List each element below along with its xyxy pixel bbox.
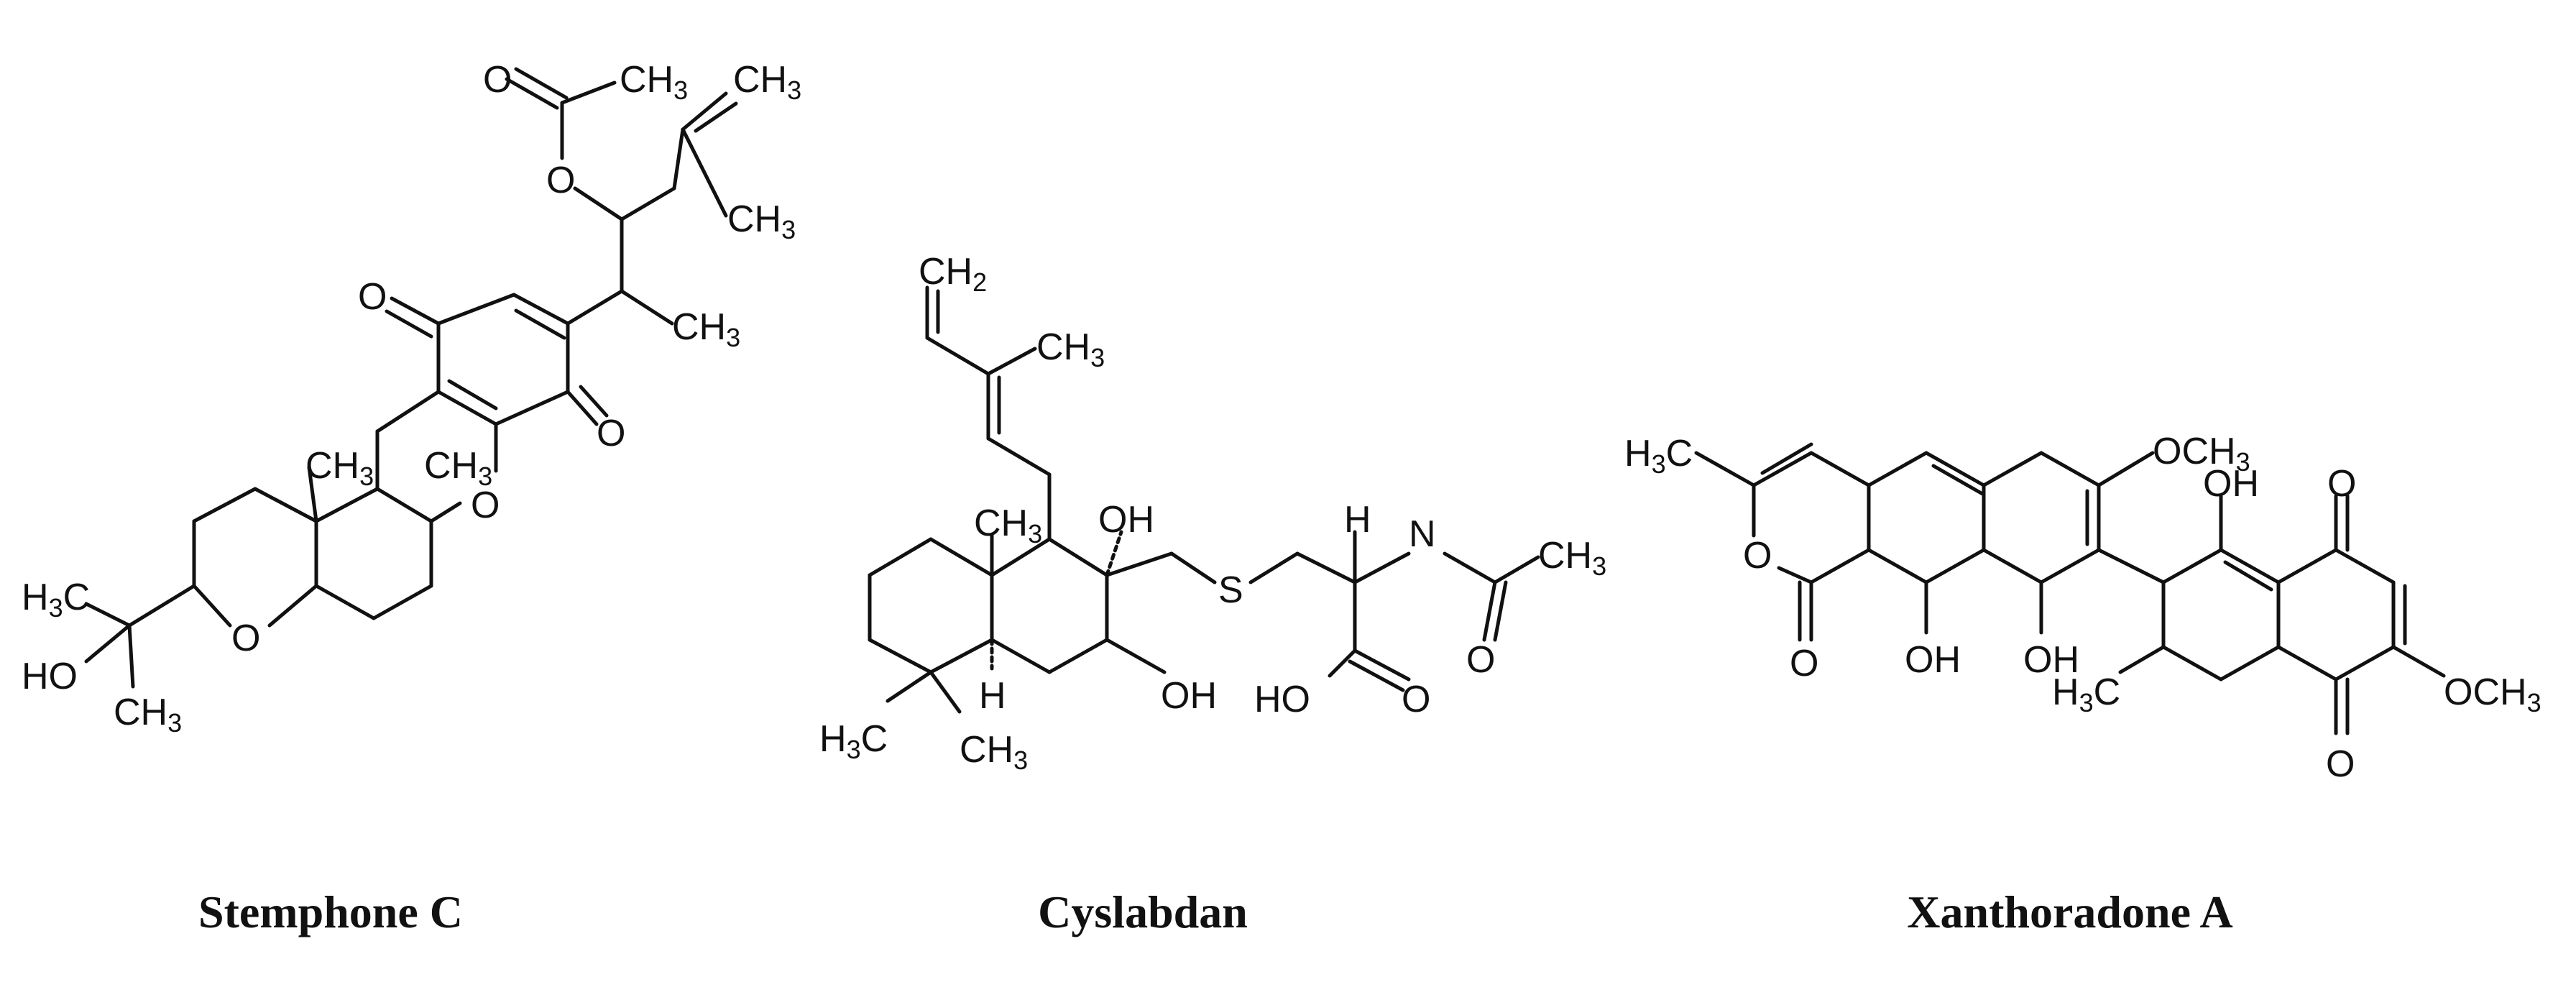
pyranone-methyl: H3C <box>1624 433 1693 479</box>
methoxy-quinone: OCH3 <box>2444 671 2542 717</box>
quinone-oxygen-bottom: O <box>2326 743 2355 785</box>
angular-methyl: CH3 <box>974 503 1042 549</box>
quinone-oxygen-bottom: O <box>597 413 625 454</box>
angular-methyl-2: CH3 <box>424 445 492 491</box>
carboxyl-oxygen: O <box>1402 679 1430 720</box>
xanthoradone-a-structure: H3C O O OH OH OCH3 OH O O OCH3 H3C <box>1624 431 2542 785</box>
quinone-oxygen-top: O <box>358 276 387 318</box>
ring-junction-hydrogen: H <box>979 675 1006 717</box>
vinyl-methyl-top: CH3 <box>733 59 801 105</box>
cyslabdan-structure: CH2 CH3 CH3 OH S H N CH3 O HO O OH H H3C… <box>819 251 1606 775</box>
quinone-oxygen-top: O <box>2327 463 2356 505</box>
hydroxyl: HO <box>22 656 78 697</box>
amide-oxygen: O <box>1466 639 1495 681</box>
side-chain-methyl: CH3 <box>672 306 740 352</box>
hydroxyl-quinone-side: OH <box>2203 463 2259 505</box>
diene-methyl: CH3 <box>1036 326 1105 372</box>
acetate-methyl: CH3 <box>620 59 688 105</box>
compound-name-stemphone-c: Stemphone C <box>198 886 464 937</box>
vinyl-methyl-bottom: CH3 <box>727 198 796 244</box>
dimethyl-carbinol-methyl-b: CH3 <box>114 692 182 738</box>
gem-dimethyl-a: H3C <box>819 718 888 764</box>
ring-oxygen-right: O <box>471 485 500 526</box>
thioether-sulfur: S <box>1218 569 1243 611</box>
alpha-hydrogen: H <box>1344 499 1371 541</box>
angular-methyl-1: CH3 <box>305 445 374 491</box>
compound-name-xanthoradone-a: Xanthoradone A <box>1907 886 2233 937</box>
ester-oxygen: O <box>546 160 575 201</box>
acetyl-methyl: CH3 <box>1538 535 1606 581</box>
compound-name-cyslabdan: Cyslabdan <box>1038 886 1248 937</box>
stemphone-c-structure: O CH3 CH3 O CH3 O CH3 O CH3 CH3 O H3C HO… <box>22 59 801 738</box>
pyranone-ring-oxygen: O <box>1743 535 1772 577</box>
acetate-carbonyl-oxygen: O <box>483 59 512 101</box>
amide-nitrogen: N <box>1409 513 1436 555</box>
carboxyl-hydroxyl: HO <box>1254 679 1310 720</box>
terminal-methylene: CH2 <box>919 251 987 297</box>
hydroxyl-peri-1: OH <box>1905 639 1961 681</box>
gem-dimethyl-b: CH3 <box>960 729 1028 775</box>
methoxy-top: OCH3 <box>2153 431 2250 477</box>
tertiary-hydroxyl: OH <box>1098 499 1154 541</box>
aryl-methyl: H3C <box>2052 671 2120 717</box>
ring-oxygen-left: O <box>231 618 260 659</box>
secondary-hydroxyl: OH <box>1161 675 1217 717</box>
hydroxyl-peri-2: OH <box>2023 639 2079 681</box>
dimethyl-carbinol-methyl-a: H3C <box>22 577 90 623</box>
lactone-carbonyl-oxygen: O <box>1790 643 1818 684</box>
